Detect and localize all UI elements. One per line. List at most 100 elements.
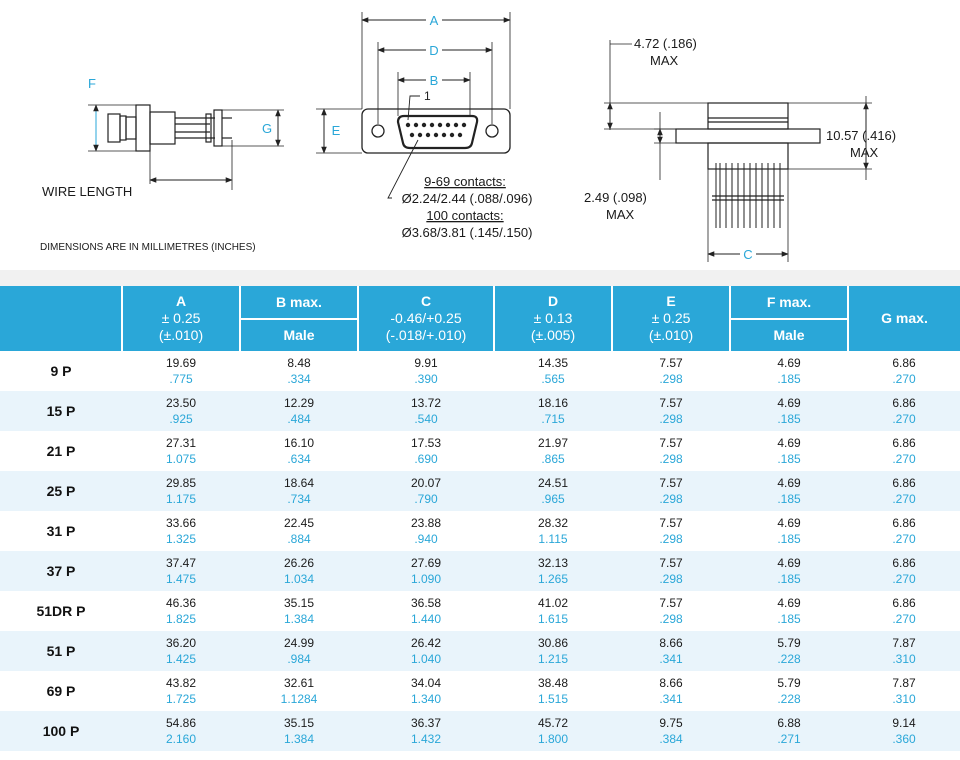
cell-c: 13.72 .540 (358, 391, 494, 431)
cell-f: 4.69.185 (730, 351, 848, 391)
header-c: C -0.46/+0.25 (-.018/+.010) (357, 286, 494, 351)
cell-g: 6.86.270 (848, 511, 960, 551)
value-mm: 18.64 (283, 476, 315, 490)
label-c: C (743, 247, 752, 262)
value-mm: 9.91 (414, 356, 438, 370)
value-inch: 1.440 (410, 612, 442, 626)
value-inch: 1.034 (283, 572, 315, 586)
value-inch: .690 (414, 452, 438, 466)
label-g: G (262, 121, 272, 136)
cell-e: 7.57.298 (612, 511, 730, 551)
cell-f: 4.69.185 (730, 391, 848, 431)
contacts-100-value: Ø3.68/3.81 (.145/.150) (402, 225, 533, 240)
value-inch: .185 (777, 532, 801, 546)
cell-c: 20.07.790 (358, 471, 494, 511)
row-label: 9 P (0, 351, 122, 391)
value-mm: 38.48 (537, 676, 569, 690)
value-mm: 7.57 (659, 556, 683, 570)
value-inch: .384 (659, 732, 683, 746)
technical-drawing: F G WIRE LENGTH DIMENSIONS ARE IN MILLIM… (40, 12, 896, 262)
value-inch: .634 (287, 452, 311, 466)
value-mm: 27.31 (165, 436, 197, 450)
value-mm: 7.57 (659, 436, 683, 450)
cell-g: 6.86.270 (848, 391, 960, 431)
value-mm: 8.48 (287, 356, 311, 370)
cell-f: 4.69.185 (730, 591, 848, 631)
value-inch: .270 (892, 452, 916, 466)
value-inch: .185 (777, 572, 801, 586)
cell-f: 4.69.185 (730, 431, 848, 471)
value-mm: 8.66 (659, 676, 683, 690)
row-label: 51DR P (0, 591, 122, 631)
value-mm: 6.86 (892, 556, 916, 570)
value-mm: 9.14 (892, 716, 916, 730)
value-mm: 4.69 (777, 476, 801, 490)
cell-a: 23.50.925 (122, 391, 240, 431)
height-max-value: 4.72 (.186) (634, 36, 697, 51)
header-g: G max. (847, 286, 960, 351)
cell-b: 18.64.734 (240, 471, 358, 511)
value-inch: 1.384 (283, 732, 315, 746)
dimensions-table: A ± 0.25 (±.010) B max. C -0.46/+0.25 (-… (0, 286, 960, 751)
cell-d: 24.51.965 (494, 471, 612, 511)
header-f-male: Male (729, 318, 848, 351)
value-mm: 12.29 (283, 396, 315, 410)
contacts-100-title: 100 contacts: (426, 208, 503, 223)
cell-c: 17.53.690 (358, 431, 494, 471)
value-mm: 27.69 (410, 556, 442, 570)
value-inch: .298 (659, 372, 683, 386)
value-inch: 1.215 (537, 652, 569, 666)
value-mm: 7.57 (659, 596, 683, 610)
row-label: 51 P (0, 631, 122, 671)
value-inch: 1.115 (538, 532, 568, 546)
value-inch: .185 (777, 492, 801, 506)
value-inch: 1.515 (537, 692, 569, 706)
value-inch: .884 (287, 532, 311, 546)
value-inch: 1.340 (410, 692, 442, 706)
cell-e: 7.57.298 (612, 591, 730, 631)
cell-d: 14.35.565 (494, 351, 612, 391)
header-size (0, 286, 122, 351)
value-mm: 8.66 (659, 636, 683, 650)
value-mm: 4.69 (777, 596, 801, 610)
cell-b: 12.29.484 (240, 391, 358, 431)
value-inch: .565 (541, 372, 565, 386)
thickness-max-label: MAX (606, 207, 635, 222)
value-inch: .270 (892, 492, 916, 506)
value-inch: 1.265 (537, 572, 569, 586)
value-mm: 13.72 (410, 396, 442, 410)
value-mm: 23.88 (410, 516, 442, 530)
value-inch: 2.160 (165, 732, 197, 746)
value-mm: 26.42 (410, 636, 442, 650)
value-mm: 6.88 (777, 716, 801, 730)
cell-g: 7.87.310 (848, 671, 960, 711)
value-mm: 6.86 (892, 476, 916, 490)
cell-f: 4.69 .185 (730, 551, 848, 591)
value-mm: 4.69 (777, 356, 801, 370)
value-inch: .965 (541, 492, 565, 506)
value-mm: 6.86 (892, 596, 916, 610)
front-view-drawing (316, 12, 511, 199)
value-inch: .540 (414, 412, 438, 426)
value-mm: 7.57 (659, 356, 683, 370)
value-inch: .984 (287, 652, 311, 666)
value-mm: 4.69 (777, 556, 801, 570)
value-inch: 1.825 (165, 612, 197, 626)
cell-f: 5.79.228 (730, 671, 848, 711)
value-inch: 1.1284 (280, 692, 318, 706)
cell-b: 8.48.334 (240, 351, 358, 391)
cell-d: 18.16.715 (494, 391, 612, 431)
value-mm: 35.15 (283, 596, 315, 610)
value-inch: .360 (892, 732, 916, 746)
